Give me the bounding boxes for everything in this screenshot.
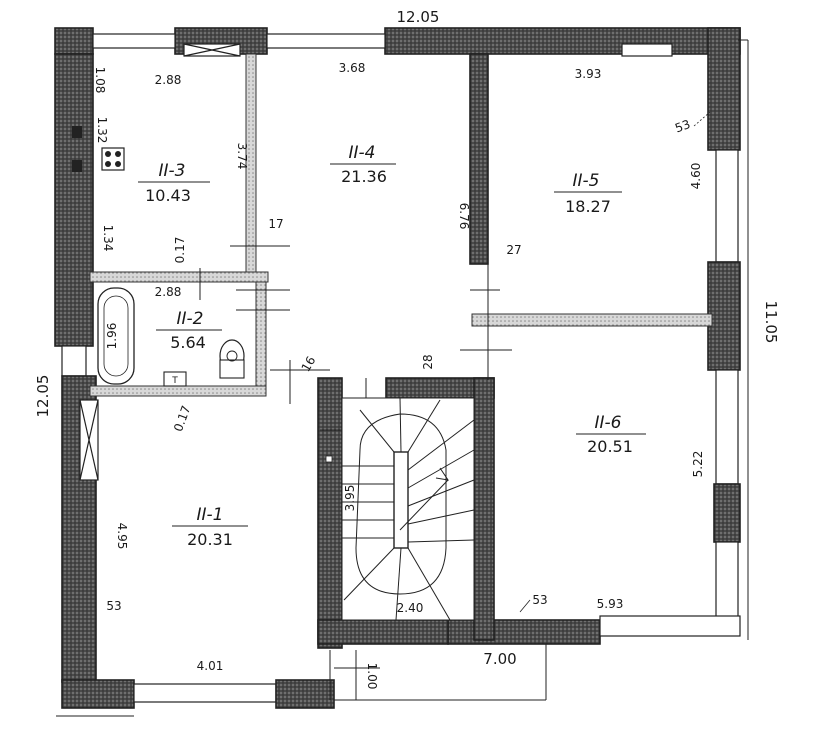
room-area-r1: 20.31 [187,530,233,549]
dim-bottom-step: 1.00 [365,663,379,690]
wall-stair-bottom [317,619,449,645]
construction-lines [56,39,749,717]
sink-unit [163,371,187,387]
fixtures: T [72,126,333,463]
dim-stair-width: 2.40 [397,601,424,615]
dim-bath-len: 1.96 [105,323,119,350]
room-id-r5: II-5 [573,171,600,191]
dim-r3-left-upper: 1.08 [93,67,107,94]
wall-stair-right [473,377,495,641]
toilet-mark: T [171,376,178,386]
dim-r3-right: 3.74 [235,143,249,170]
dim-r3-left-mid: 1.32 [95,117,109,144]
window-right-lower [715,541,739,623]
dim-wall-017b: 0.17 [171,404,193,434]
dim-wall-017a: 0.17 [173,237,187,264]
dim-stair-height: 3.95 [343,485,357,512]
window-top-2 [266,33,386,49]
dim-r5-right: 4.60 [689,163,703,190]
room-id-r4: II-4 [349,143,376,163]
dim-r3-top: 2.88 [155,73,182,87]
stove [101,147,125,171]
dim-r4-top: 3.68 [339,61,366,75]
wall-left-upper [54,53,94,347]
dim-r1-left: 4.95 [115,523,129,550]
window-sill-r5 [621,43,673,57]
chimney-flue-1 [72,126,82,138]
dim-wall-27: 27 [506,243,521,257]
room-labels: II-3 10.43 II-4 21.36 II-5 18.27 II-2 5.… [138,143,646,549]
overall-dimensions: 12.05 11.05 12.05 7.00 [34,8,780,668]
room-area-r2: 5.64 [170,333,206,352]
dim-r6-right: 5.22 [691,451,705,478]
wall-bottom-mid [275,679,335,709]
window-left-gap [61,345,87,377]
room-id-r3: II-3 [159,161,186,181]
wall-stair-left [317,377,343,649]
dim-right-height: 11.05 [762,301,780,344]
window-right-r6 [715,369,739,485]
wall-bottom-right [447,619,601,645]
wall-top-b [384,27,741,55]
interior-walls [89,53,713,649]
room-id-r2: II-2 [177,309,204,329]
window-bottom-r1 [133,683,277,703]
wall-right-lower [713,483,741,543]
bathtub [97,287,135,385]
room-id-r1: II-1 [197,505,224,525]
room-area-r5: 18.27 [565,197,611,216]
room-area-r4: 21.36 [341,167,387,186]
dim-ext-53-left: 53 [106,599,121,613]
wall-right-mid [707,261,741,371]
staircase [341,397,475,621]
room-id-r6: II-6 [595,413,622,433]
room-dimensions: 2.88 3.68 3.93 1.08 1.32 1.34 3.74 17 0.… [93,61,711,690]
wall-r2-r1 [89,385,267,397]
dim-wall-17a: 17 [268,217,283,231]
room-area-r3: 10.43 [145,186,191,205]
wall-r2-r4 [255,281,267,389]
dim-top-width: 12.05 [397,8,440,26]
wall-bottom-left [61,679,135,709]
dim-r1-bottom: 4.01 [197,659,224,673]
wall-r3-r2 [89,271,269,283]
dim-left-height: 12.05 [34,375,52,418]
dim-r3-left-lower: 1.34 [101,225,115,252]
wall-top-left-corner [54,27,94,55]
window-right-r5 [715,149,739,263]
dim-r2-top: 2.88 [155,285,182,299]
dim-r5-top: 3.93 [575,67,602,81]
wall-r4-r5 [469,53,489,265]
window-top-1 [92,33,176,49]
exterior-walls [54,27,741,709]
chimney-flue-2 [72,160,82,172]
dim-bottom-width: 7.00 [483,650,516,668]
dim-wall-16: 16 [299,354,319,374]
wall-r5-r6 [471,313,713,327]
dim-wall-28: 28 [421,354,435,369]
window-bottom-r6 [599,615,741,637]
dim-r6-bottom: 5.93 [597,597,624,611]
room-area-r6: 20.51 [587,437,633,456]
dim-r4-right: 6.76 [457,203,471,230]
dim-r6-bottom-wall: 53 [532,593,547,607]
wall-right-upper [707,27,741,151]
dim-ext-53-top: 53 [673,117,692,135]
